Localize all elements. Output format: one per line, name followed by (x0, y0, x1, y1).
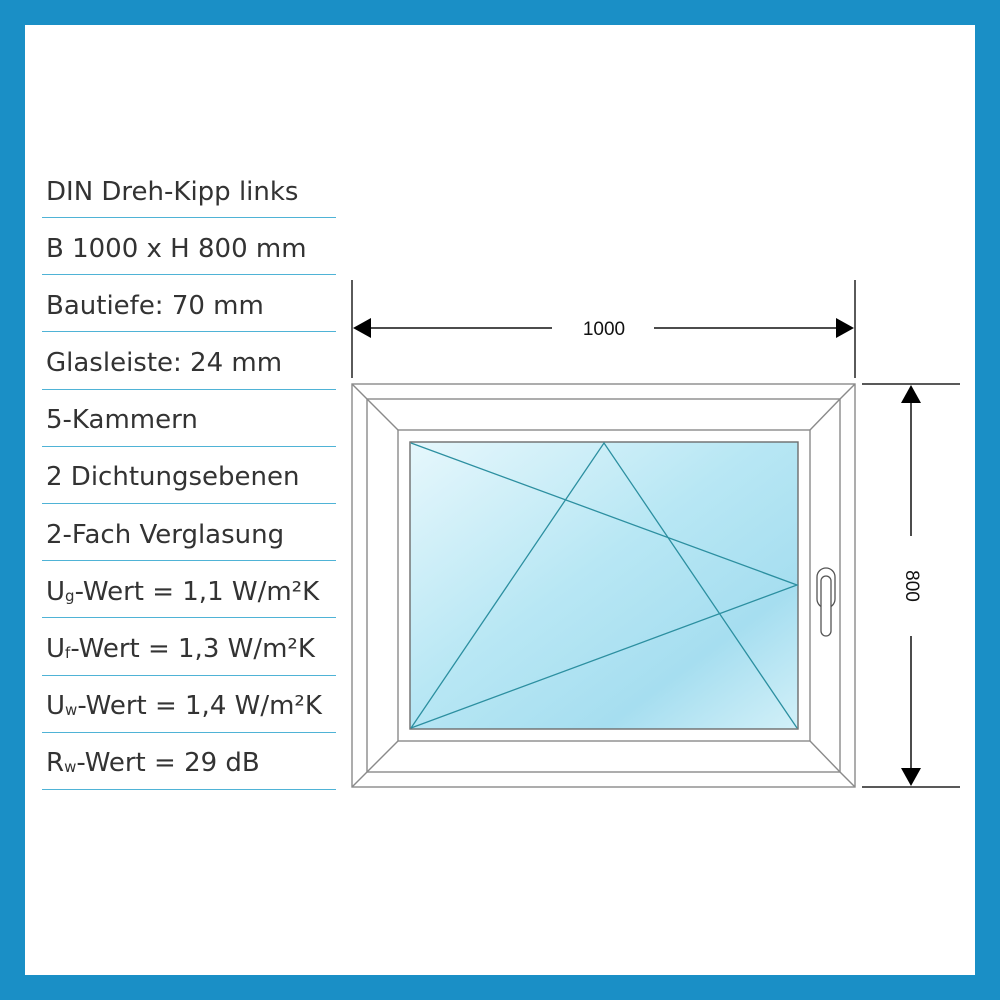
width-dimension: 1000 (351, 280, 856, 378)
window-handle-icon (816, 567, 836, 637)
frame-inner-edge (366, 398, 841, 773)
arrow-left-icon (353, 318, 371, 338)
spec-list: DIN Dreh-Kipp links B 1000 x H 800 mm Ba… (42, 162, 336, 791)
frame-miter-tr (839, 383, 856, 400)
spec-row-glazing: 2-Fach Verglasung (42, 505, 336, 562)
frame-miter-br (839, 771, 856, 788)
opening-indicator (410, 441, 799, 729)
spec-row-opening-type: DIN Dreh-Kipp links (42, 162, 336, 218)
window-frame (351, 383, 856, 788)
tilt-indicator-lines (410, 441, 798, 729)
sash-miter-tl (366, 398, 399, 431)
arrow-right-icon (836, 318, 854, 338)
spec-row-glazing-bead: Glasleiste: 24 mm (42, 334, 336, 390)
height-label: 800 (901, 570, 922, 602)
frame-miter-tl (351, 383, 368, 400)
handle-lever (820, 575, 832, 637)
frame-miter-bl (351, 771, 368, 788)
sash-frame (397, 429, 811, 742)
spec-row-size: B 1000 x H 800 mm (42, 219, 336, 276)
sash-miter-bl (366, 740, 399, 773)
sash-miter-tr (809, 398, 841, 431)
height-dimension: 800 (862, 383, 960, 788)
width-label: 1000 (583, 319, 625, 340)
sash-miter-br (809, 740, 841, 773)
arrow-down-icon (901, 768, 921, 786)
spec-row-depth: Bautiefe: 70 mm (42, 276, 336, 333)
spec-row-chambers: 5-Kammern (42, 391, 336, 447)
turn-indicator-lines (410, 442, 799, 729)
glass-pane (409, 441, 799, 730)
spec-row-seals: 2 Dichtungsebenen (42, 448, 336, 504)
arrow-up-icon (901, 385, 921, 403)
